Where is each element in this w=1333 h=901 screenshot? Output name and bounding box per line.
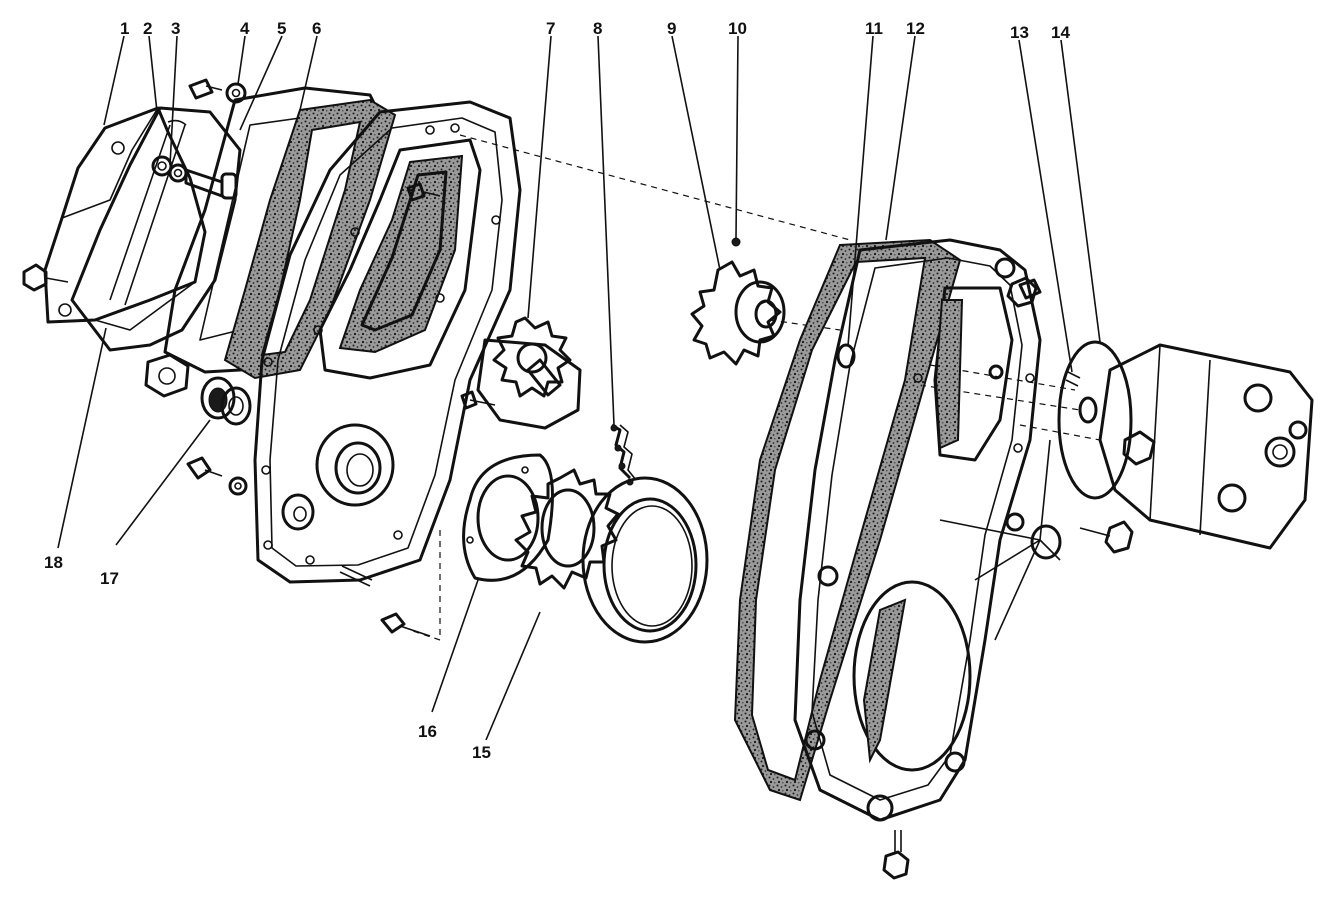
part-13-dowel-pin	[1065, 371, 1081, 387]
callout-4: 4	[240, 19, 250, 38]
leader-lines	[57, 35, 1101, 741]
callout-1: 1	[120, 19, 129, 38]
bolt-bottom-center	[380, 612, 431, 637]
callout-3: 3	[171, 19, 180, 38]
bearing-seal-ring	[581, 476, 709, 644]
part-11-o-ring	[836, 343, 856, 369]
callout-labels: 1 2 3 4 5 6 7 8 9 10 11 12 13 14 15 16 1…	[44, 19, 1070, 762]
part-18-bracket-plate	[43, 106, 207, 331]
callout-15: 15	[472, 743, 491, 762]
chain-case-front-half	[253, 100, 522, 584]
callout-11: 11	[865, 19, 883, 38]
pin-lower-case	[339, 565, 373, 587]
bolt-pump-side	[1079, 520, 1134, 554]
part-17-nut-and-bearing	[144, 353, 252, 426]
callout-2: 2	[143, 19, 152, 38]
callout-8: 8	[593, 19, 602, 38]
callout-13: 13	[1010, 23, 1029, 42]
bolt-and-washer-lower-left	[186, 456, 248, 496]
callout-16: 16	[418, 722, 437, 741]
bolt-left-edge	[22, 263, 69, 292]
part-8-drive-chain	[610, 423, 637, 486]
part-7-tensioner-sprocket	[460, 316, 582, 430]
callout-10: 10	[728, 19, 747, 38]
part-15-drive-sprocket	[514, 468, 620, 590]
bolt-rear-case-bottom	[882, 830, 910, 880]
callout-9: 9	[667, 19, 676, 38]
part-9-small-sprocket	[690, 260, 786, 366]
part-16-shim-ring	[462, 453, 554, 582]
callout-14: 14	[1051, 23, 1070, 42]
callout-6: 6	[312, 19, 321, 38]
part-14-o-ring-gasket	[1057, 340, 1133, 500]
bolt-head-right-upper	[1006, 276, 1038, 308]
callout-5: 5	[277, 19, 286, 38]
callout-17: 17	[100, 569, 119, 588]
part-12-chain-case-rear-half	[733, 238, 1062, 822]
callout-18: 18	[44, 553, 63, 572]
part-10-shaft-key	[731, 237, 741, 247]
callout-7: 7	[546, 19, 555, 38]
hydraulic-pump-body	[1078, 343, 1314, 550]
callout-12: 12	[906, 19, 925, 38]
